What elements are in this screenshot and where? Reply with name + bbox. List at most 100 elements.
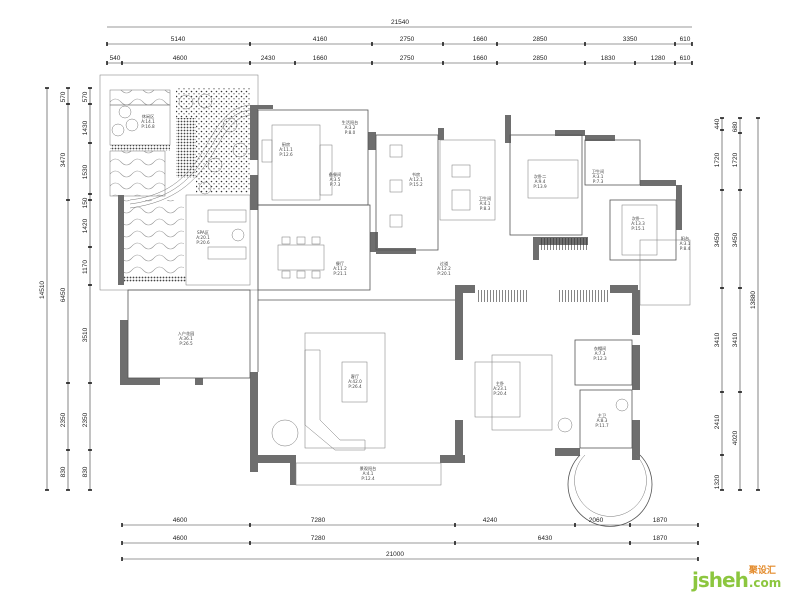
room-label: 餐厅A:11.2P:21.1 [333,260,347,276]
svg-text:过道: 过道 [440,260,449,267]
dim-top: 1280 [651,55,666,62]
svg-text:主卧: 主卧 [496,380,504,387]
room-label: 阳台A:3.1P:8.4 [680,235,691,251]
dim-right: 4020 [732,430,739,445]
svg-text:P:7.3: P:7.3 [330,182,341,187]
watermark-suffix: .com [748,576,782,590]
garden-area [99,74,259,291]
dim-right-total: 13880 [750,291,757,309]
svg-text:厨房: 厨房 [282,141,290,148]
svg-text:休闲区: 休闲区 [142,113,155,120]
watermark-brand: jsheh [692,568,749,592]
svg-text:卫生间: 卫生间 [592,168,605,175]
watermark-cn: 聚设汇 [748,566,776,576]
svg-text:餐厅: 餐厅 [336,260,344,267]
dim-top: 2750 [400,55,415,62]
dim-right: 2410 [714,414,721,429]
svg-text:A:3.1: A:3.1 [593,174,604,179]
svg-text:P:12.4: P:12.4 [361,476,375,481]
dim-right: 3450 [714,232,721,247]
svg-text:P:20.6: P:20.6 [196,240,210,245]
svg-text:A:4.1: A:4.1 [363,471,374,476]
svg-text:A:3.1: A:3.1 [680,241,691,246]
dim-right: 1720 [732,152,739,167]
room-label: 主卧A:23.1P:20.4 [493,380,507,396]
dim-left: 6450 [60,287,67,302]
svg-text:A:23.1: A:23.1 [493,386,507,391]
svg-text:A:14.1: A:14.1 [141,119,155,124]
dim-top: 610 [680,36,691,43]
svg-text:P:26.4: P:26.4 [348,384,362,389]
svg-text:P:8.4: P:8.4 [680,246,691,251]
dim-bottom: 7280 [311,535,326,542]
dim-right: 3410 [732,332,739,347]
svg-text:A:9.4: A:9.4 [535,179,546,184]
dim-right: 1320 [714,474,721,489]
dim-top: 2430 [261,55,276,62]
svg-text:P:20.1: P:20.1 [437,271,451,276]
dim-right: 3410 [714,332,721,347]
dim-right: 440 [714,118,721,129]
dim-left: 3470 [60,152,67,167]
dim-bottom: 2060 [589,517,604,524]
svg-text:P:11.7: P:11.7 [595,423,609,428]
svg-text:A:36.1: A:36.1 [179,336,193,341]
dim-bottom: 1870 [653,517,668,524]
dim-top: 610 [680,55,691,62]
dim-left: 2350 [82,412,89,427]
dim-top: 4600 [173,55,188,62]
svg-text:入户花园: 入户花园 [178,330,195,337]
svg-text:P:13.9: P:13.9 [533,184,547,189]
dim-left: 150 [82,197,89,208]
svg-text:次卧二: 次卧二 [534,173,547,180]
dim-top: 3350 [623,36,638,43]
room-label: 厨房A:11.1P:12.6 [279,141,293,157]
dim-left: 830 [82,466,89,477]
svg-text:客厅: 客厅 [351,373,359,380]
svg-text:P:16.8: P:16.8 [141,124,155,129]
interior-lines [127,109,691,527]
dim-top: 2750 [400,36,415,43]
svg-text:生活阳台: 生活阳台 [342,119,359,126]
svg-text:P:8.3: P:8.3 [480,206,491,211]
svg-text:A:20.1: A:20.1 [196,235,210,240]
svg-text:SPA区: SPA区 [197,230,209,235]
dim-bottom: 4240 [483,517,498,524]
dim-top: 1660 [313,55,328,62]
dim-left: 2350 [60,412,67,427]
right-dimensions: 440 1720 3450 3410 2410 1320 680 1720 34… [714,117,760,491]
dim-left: 1530 [82,164,89,179]
svg-text:P:26.5: P:26.5 [179,341,193,346]
walls [120,105,682,485]
svg-text:A:12.2: A:12.2 [437,266,451,271]
dim-top-total: 21540 [391,19,409,26]
dim-top: 2850 [533,36,548,43]
svg-text:P:15.1: P:15.1 [631,226,645,231]
room-label: 过道A:12.2P:20.1 [437,260,451,276]
dim-top: 2850 [533,55,548,62]
svg-text:A:11.1: A:11.1 [279,147,293,152]
svg-text:A:3.2: A:3.2 [345,125,356,130]
dim-left: 1420 [82,218,89,233]
dim-bottom: 1870 [653,535,668,542]
dim-top: 4160 [313,36,328,43]
room-label: 客厅A:42.0P:26.4 [348,373,362,389]
svg-text:阳台: 阳台 [681,235,689,242]
svg-text:P:12.6: P:12.6 [279,152,293,157]
top-dimensions: 21540 5140 4160 2750 1660 2850 3350 610 … [106,19,693,65]
dim-top: 1660 [473,36,488,43]
svg-text:A:7.3: A:7.3 [595,351,606,356]
svg-text:P:8.0: P:8.0 [345,130,356,135]
dim-left: 1170 [82,260,89,274]
dim-top: 1660 [473,55,488,62]
svg-text:P:12.3: P:12.3 [593,356,607,361]
dim-right: 680 [732,121,739,132]
